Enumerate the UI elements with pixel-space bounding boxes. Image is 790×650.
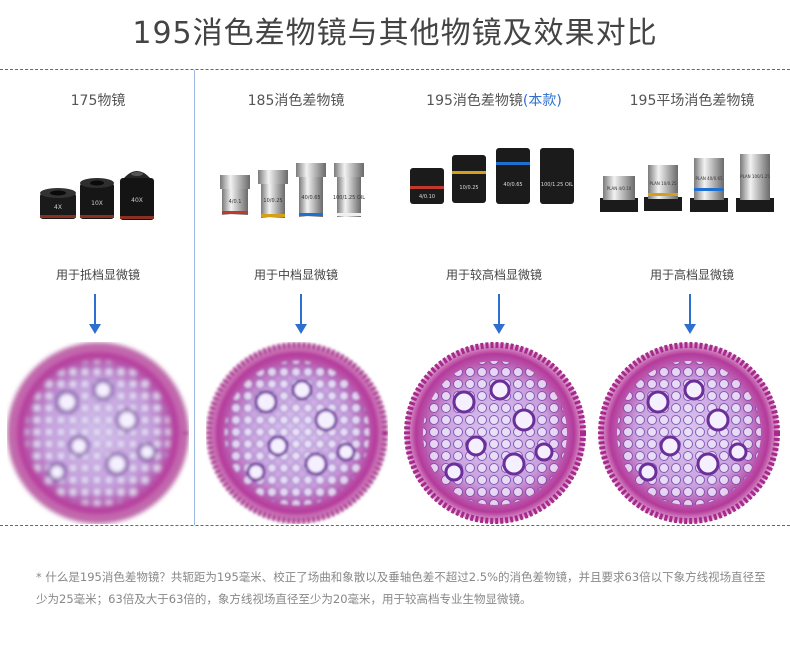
svg-text:10X: 10X xyxy=(91,200,103,207)
svg-text:100/1.25 OIL: 100/1.25 OIL xyxy=(541,182,573,188)
column-195: 195消色差物镜(本款) 4/0.10 10/0.25 40/0.65 100/… xyxy=(396,70,592,525)
down-arrow-icon xyxy=(295,294,307,334)
svg-text:PLAN 100/1.25: PLAN 100/1.25 xyxy=(740,174,770,179)
svg-text:PLAN 10/0.25: PLAN 10/0.25 xyxy=(649,181,677,186)
column-title: 175物镜 xyxy=(70,93,126,109)
svg-text:4/0.1: 4/0.1 xyxy=(229,199,242,205)
svg-text:4/0.10: 4/0.10 xyxy=(419,194,435,200)
column-195-plan: 195平场消色差物镜 PLAN 4/0.10 PLAN 10/0.25 PLAN… xyxy=(594,70,790,525)
objective-lenses-image: PLAN 4/0.10 PLAN 10/0.25 PLAN 40/0.65 PL… xyxy=(600,154,774,212)
down-arrow-icon xyxy=(89,294,101,334)
usage-label: 用于中档显微镜 xyxy=(253,268,338,282)
bottom-divider xyxy=(0,525,790,526)
micrograph-flat-field xyxy=(598,342,780,524)
usage-label: 用于高档显微镜 xyxy=(649,268,734,282)
micrograph-soft xyxy=(206,342,388,524)
svg-text:40X: 40X xyxy=(131,197,143,204)
micrograph-sharp xyxy=(404,342,586,524)
column-title: 195平场消色差物镜 xyxy=(629,93,755,109)
top-divider xyxy=(0,69,790,70)
svg-text:10/0.25: 10/0.25 xyxy=(459,185,478,191)
usage-label: 用于抵档显微镜 xyxy=(55,268,140,282)
column-title: 195消色差物镜(本款) xyxy=(426,93,562,109)
svg-text:PLAN 40/0.65: PLAN 40/0.65 xyxy=(695,176,723,181)
column-185: 185消色差物镜 4/0.1 10/0.25 40/0.65 xyxy=(198,70,394,525)
objective-lenses-image: 4/0.10 10/0.25 40/0.65 100/1.25 OIL xyxy=(410,148,574,204)
svg-text:4X: 4X xyxy=(54,204,62,211)
page-title: 195消色差物镜与其他物镜及效果对比 xyxy=(132,16,658,51)
usage-label: 用于较高档显微镜 xyxy=(445,268,542,282)
svg-text:PLAN 4/0.10: PLAN 4/0.10 xyxy=(607,186,632,191)
objective-lenses-image: 4X 10X 40X xyxy=(40,171,154,220)
column-175: 175物镜 4X 10X 40X 用于抵档显微镜 xyxy=(0,70,196,525)
down-arrow-icon xyxy=(684,294,696,334)
down-arrow-icon xyxy=(493,294,505,334)
footnote-text: * 什么是195消色差物镜？共轭距为195毫米、校正了场曲和象散以及垂轴色差不超… xyxy=(36,570,766,606)
micrograph-blurry xyxy=(7,342,189,524)
column-divider xyxy=(194,70,195,525)
svg-text:10/0.25: 10/0.25 xyxy=(263,198,282,204)
column-title: 185消色差物镜 xyxy=(247,93,345,109)
svg-text:40/0.65: 40/0.65 xyxy=(301,195,320,201)
objective-lenses-image: 4/0.1 10/0.25 40/0.65 100/1.25 OIL xyxy=(220,163,365,218)
svg-text:40/0.65: 40/0.65 xyxy=(503,182,522,188)
svg-text:100/1.25 OIL: 100/1.25 OIL xyxy=(333,195,365,201)
